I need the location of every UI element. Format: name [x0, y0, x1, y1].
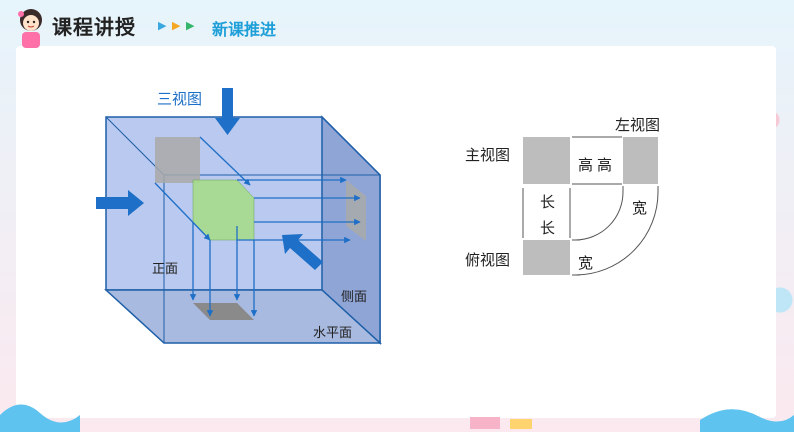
height-label-2: 高 — [597, 156, 612, 174]
cube-projection-diagram: 三视图 正面 侧面 水平面 — [96, 88, 382, 345]
dimension-lines — [522, 136, 659, 276]
teacher-avatar-icon — [18, 9, 42, 48]
page-title: 课程讲授 — [52, 15, 136, 39]
top-view-arrow-icon — [215, 88, 240, 135]
side-view-arrow-icon — [282, 234, 323, 270]
cube-top-label: 三视图 — [157, 90, 202, 108]
front-view-arrow-icon — [96, 190, 144, 216]
arrow-decoration-icon: ▶ ▶ ▶ — [158, 19, 196, 32]
length-label-1: 长 — [540, 193, 555, 211]
front-projection — [155, 137, 200, 183]
front-view-label: 主视图 — [465, 146, 510, 164]
left-view-square — [623, 137, 658, 184]
width-label-2: 宽 — [578, 254, 593, 272]
top-view-label: 俯视图 — [465, 251, 510, 269]
section-subtitle: 新课推进 — [212, 20, 277, 39]
left-view-label: 左视图 — [615, 116, 660, 134]
side-projection — [346, 180, 366, 241]
decorative-bottom-border — [0, 404, 794, 432]
header-bar: 课程讲授 ▶ ▶ ▶ 新课推进 — [0, 0, 794, 48]
length-label-2: 长 — [540, 219, 555, 237]
top-view-square — [523, 240, 570, 275]
horizontal-plane-label: 水平面 — [313, 326, 352, 341]
height-label-1: 高 — [578, 156, 593, 174]
front-view-square — [523, 137, 570, 184]
three-views-diagram: 主视图 左视图 俯视图 高 高 长 长 宽 宽 — [465, 116, 660, 276]
front-face-label: 正面 — [152, 262, 178, 277]
side-face-label: 侧面 — [341, 290, 367, 305]
width-label-1: 宽 — [632, 199, 647, 217]
